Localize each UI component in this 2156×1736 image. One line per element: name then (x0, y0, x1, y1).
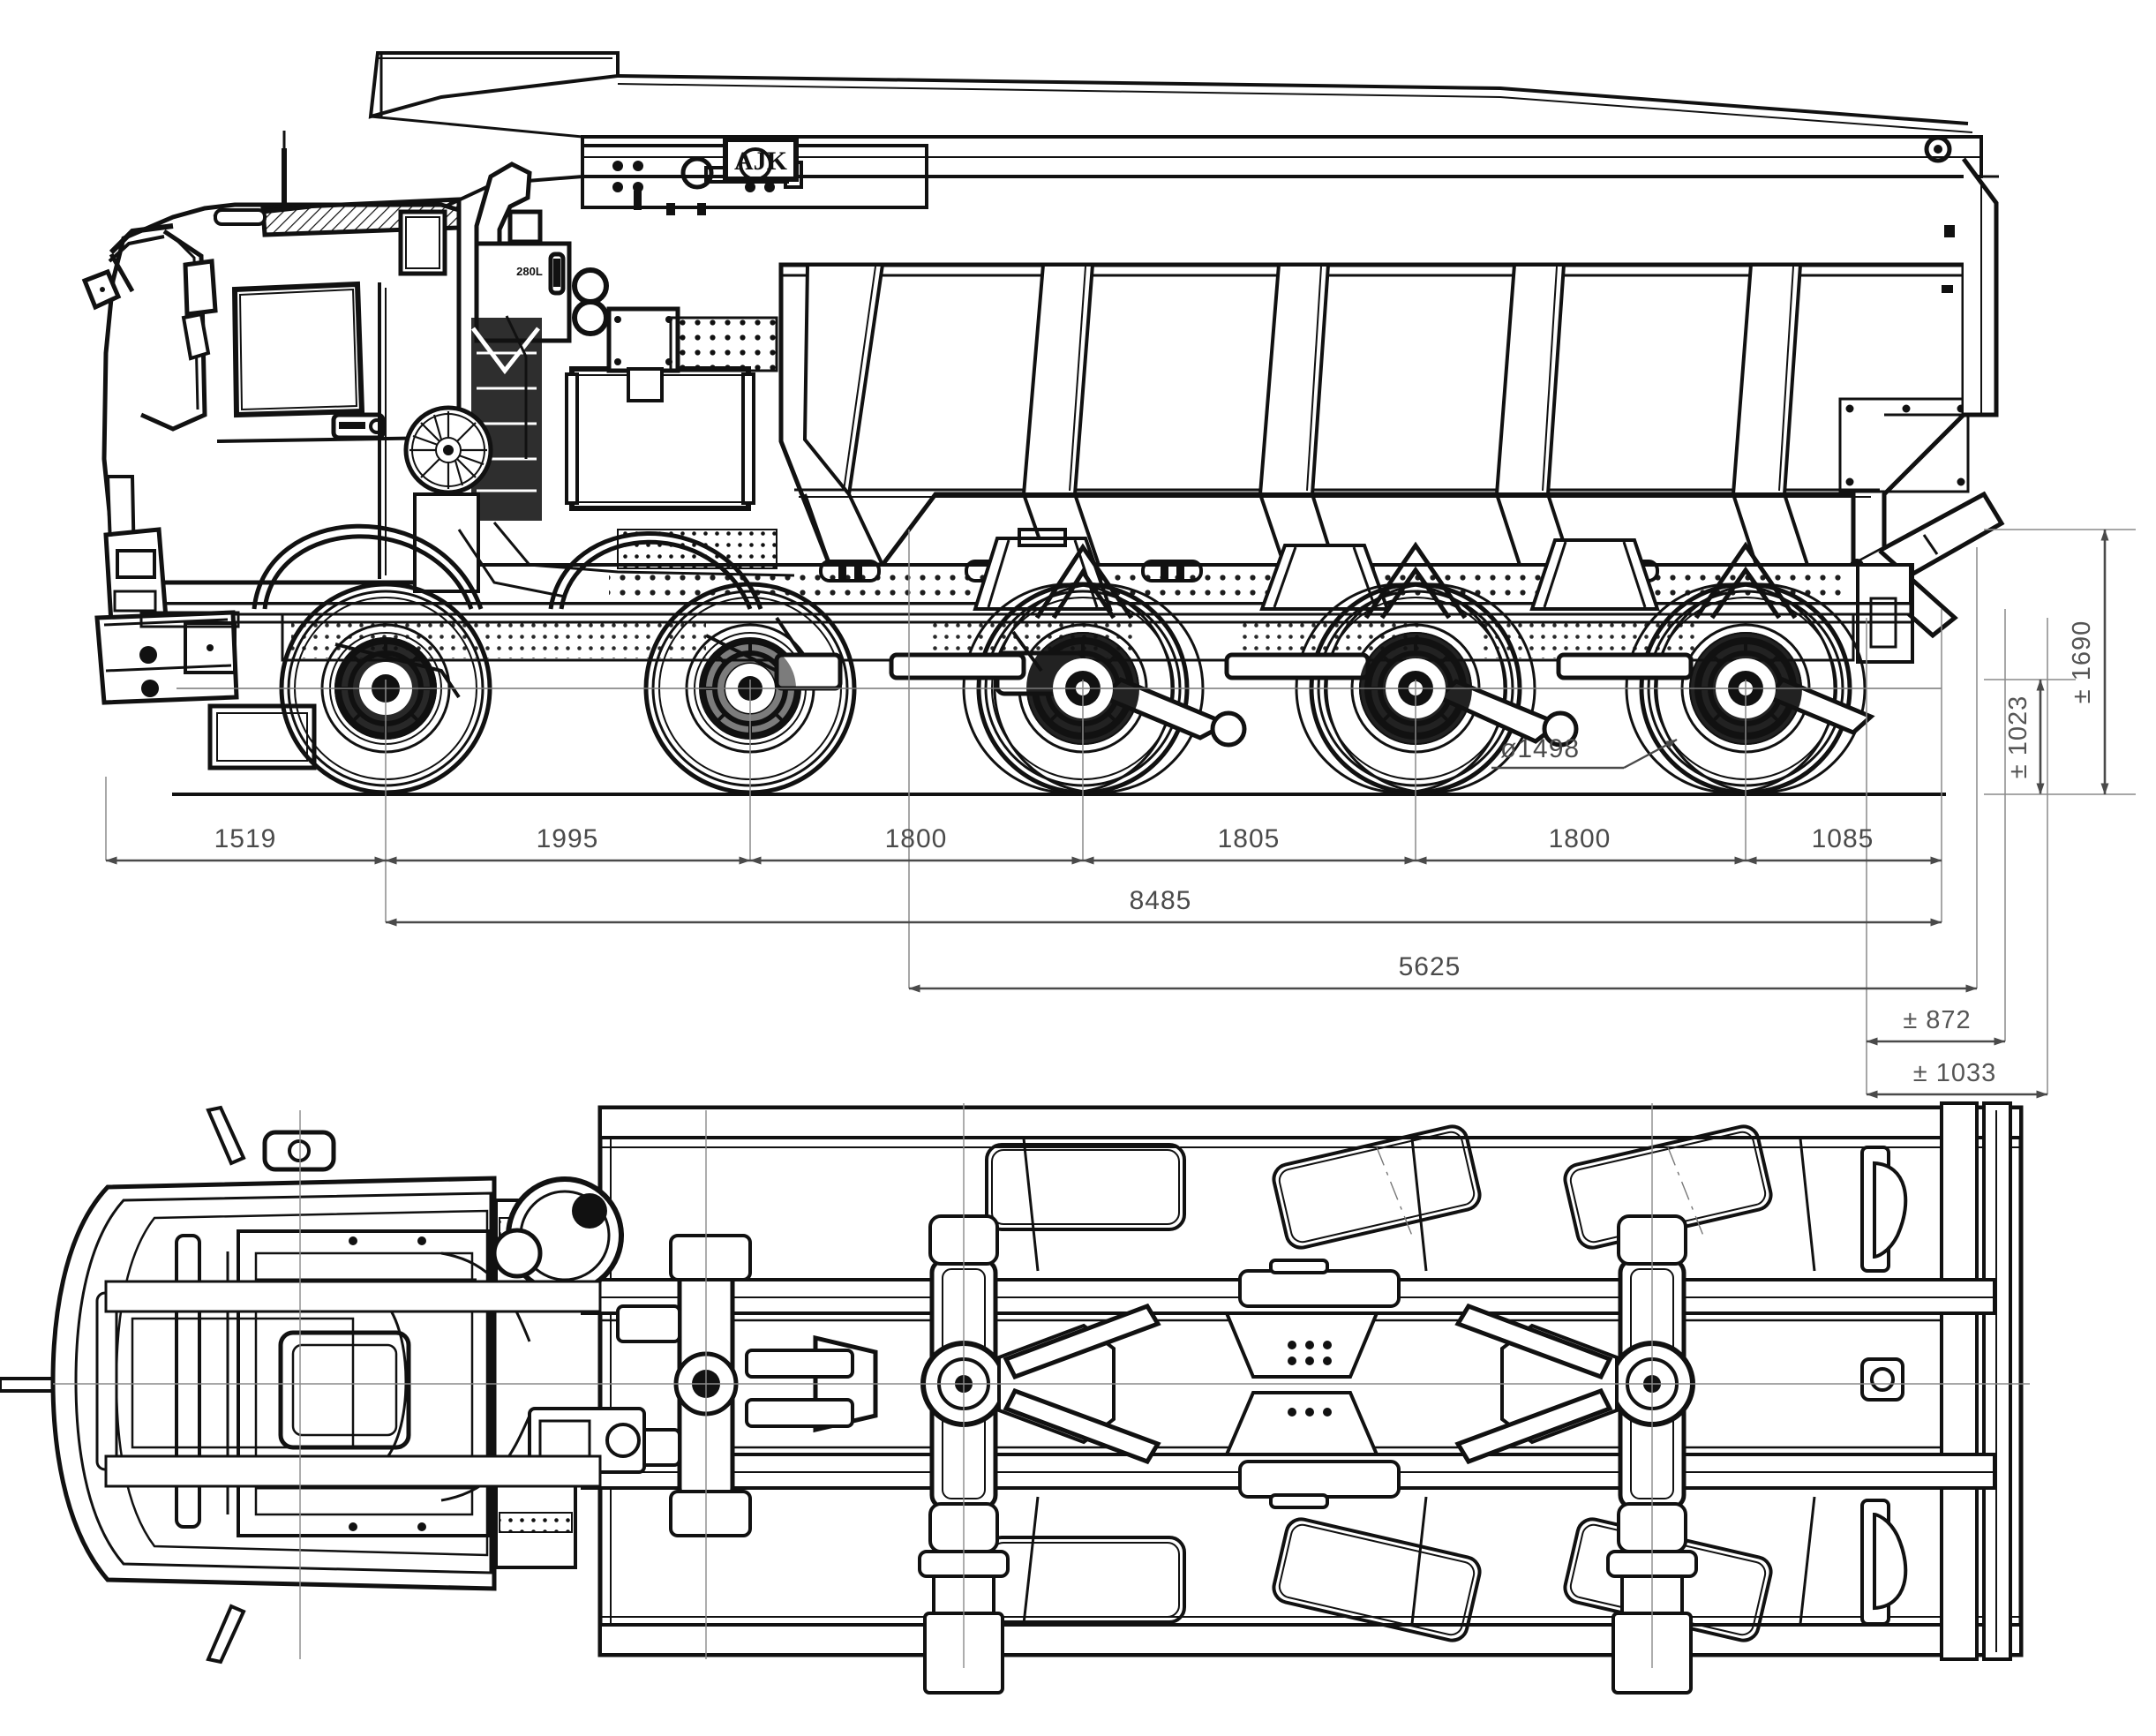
dimension-value-1033: ± 1033 (1913, 1059, 1997, 1087)
plan-body-ribs (1022, 1138, 1816, 1625)
dimension-value-1995: 1995 (537, 824, 599, 853)
dimension-1033: ± 1033 (1866, 1059, 2048, 1099)
dimension-chain: 1519 1995 1800 1805 1800 1085 (105, 824, 1942, 865)
dimension-value-872: ± 872 (1903, 1006, 1971, 1034)
hub-assemblies (334, 632, 1802, 745)
plan-tailgate-hardware (1860, 1146, 1908, 1626)
dimension-value-1085: 1085 (1812, 824, 1874, 853)
dump-body: AJK (368, 51, 2005, 639)
tank-capacity-label: 280L (516, 265, 543, 278)
plan-view (0, 1101, 2030, 1695)
dimension-value-1690: ± 1690 (2068, 620, 2096, 704)
dimension-1023: ± 1023 (1984, 679, 2076, 795)
mirror-arm (109, 223, 174, 255)
plan-crossmember-bolts (1288, 1341, 1332, 1417)
behind-cab-equipment: 280L (398, 162, 795, 598)
front-bumper (94, 610, 239, 705)
side-elevation-view: AJK (81, 51, 2005, 796)
dimension-value-8485: 8485 (1130, 886, 1192, 915)
dimension-5625: 5625 (908, 952, 1978, 993)
rear-inspection-plate (1838, 397, 1970, 493)
dimension-annotations: 1519 1995 1800 1805 1800 1085 8485 5625 … (105, 529, 2136, 1099)
cab (81, 131, 462, 770)
dimension-value-1023: ± 1023 (2004, 695, 2032, 779)
wheel-diameter-callout: ø1498 (1491, 734, 1678, 770)
wheel-diameter-label: ø1498 (1500, 734, 1580, 763)
dimension-value-1519: 1519 (214, 824, 277, 853)
plan-crossmembers (0, 1259, 1401, 1509)
body-canopy (368, 51, 620, 119)
front-step (207, 703, 317, 770)
roof-beacon (262, 1130, 336, 1172)
ajk-logo: AJK (723, 137, 799, 182)
dimension-value-1805: 1805 (1218, 824, 1281, 853)
plan-cab (50, 1105, 646, 1665)
dimension-value-1800b: 1800 (1549, 824, 1611, 853)
dimension-value-1800a: 1800 (885, 824, 948, 853)
mudguards (252, 523, 763, 610)
dimension-8485: 8485 (385, 886, 1942, 927)
dimension-value-5625: 5625 (1399, 952, 1461, 981)
plan-wheels (985, 1122, 1776, 1645)
dimension-1690: ± 1690 (1984, 529, 2136, 795)
dimension-872: ± 872 (1866, 1006, 2006, 1046)
